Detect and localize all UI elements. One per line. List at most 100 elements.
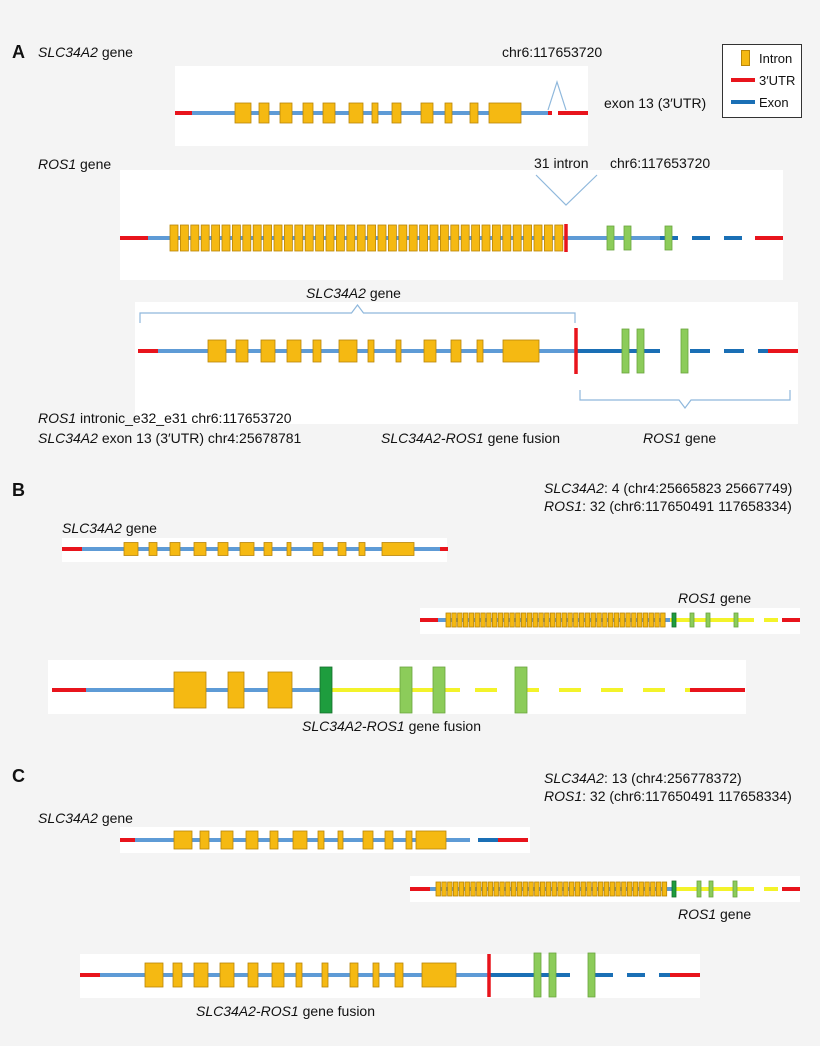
- intron-box: [487, 881, 494, 897]
- intron-box: [337, 542, 347, 556]
- intron-box: [247, 962, 259, 988]
- intron-box: [381, 542, 415, 556]
- intron-box: [648, 612, 654, 628]
- intron-box: [488, 102, 522, 124]
- legend-intron: Intron: [723, 48, 801, 70]
- intron-box: [199, 830, 210, 850]
- a-breakpoint1-label: chr6:117653720: [502, 44, 603, 60]
- intron-box: [349, 962, 359, 988]
- intron-box: [286, 542, 292, 556]
- intron-box: [480, 612, 486, 628]
- intron-box: [590, 612, 596, 628]
- intron-box: [544, 612, 550, 628]
- intron-box: [486, 612, 492, 628]
- intron-box: [200, 224, 210, 252]
- b-fusion-panel-bg: [48, 660, 746, 714]
- intron-box: [179, 224, 189, 252]
- intron-box: [491, 612, 498, 628]
- intron-box: [468, 612, 475, 628]
- intron-box: [348, 102, 364, 124]
- a-fusion-panel-bg: [135, 302, 798, 424]
- intron-box: [469, 102, 479, 124]
- intron-box: [263, 542, 273, 556]
- intron-box: [219, 962, 235, 988]
- intron-box: [502, 339, 540, 363]
- intron-box: [235, 339, 249, 363]
- intron-box: [408, 224, 418, 252]
- intron-box: [452, 881, 459, 897]
- intron-box: [450, 224, 460, 252]
- intron-box: [193, 542, 207, 556]
- panel-label-c: C: [12, 766, 25, 786]
- intron-box: [613, 612, 620, 628]
- intron-box: [632, 881, 639, 897]
- intron-box: [217, 542, 229, 556]
- intron-box: [356, 224, 366, 252]
- intron-box: [619, 612, 625, 628]
- c-ros-gene-label: ROS1 gene: [678, 906, 752, 922]
- intron-box: [544, 224, 553, 252]
- intron-box: [242, 224, 252, 252]
- intron-box: [474, 612, 480, 628]
- intron-box: [273, 224, 283, 252]
- intron-box: [419, 224, 429, 252]
- intron-box: [245, 830, 259, 850]
- intron-box: [567, 612, 573, 628]
- intron-box: [523, 224, 532, 252]
- intron-box: [627, 881, 633, 897]
- a-ros-gene-label: ROS1 gene: [38, 156, 112, 172]
- intron-box: [338, 339, 358, 363]
- ros-exon-box: [514, 666, 528, 714]
- intron-box: [505, 881, 511, 897]
- a-fusion-ros-label: ROS1 gene: [643, 430, 717, 446]
- intron-box: [172, 962, 183, 988]
- a-breakpoint2-callout: [535, 174, 598, 206]
- intron-box: [580, 881, 586, 897]
- intron-box: [444, 102, 453, 124]
- intron-box: [497, 612, 504, 628]
- intron-box: [526, 612, 533, 628]
- intron-box: [169, 224, 179, 252]
- intron-box: [321, 962, 329, 988]
- intron-box: [207, 339, 227, 363]
- intron-box: [335, 224, 345, 252]
- ros-exon-box: [733, 612, 739, 628]
- a-slc-gene-label: SLC34A2 gene: [38, 44, 133, 60]
- intron-box: [395, 339, 402, 363]
- b-slc-gene-label: SLC34A2 gene: [62, 520, 157, 536]
- intron-box: [661, 881, 668, 897]
- intron-box: [405, 830, 413, 850]
- intron-box: [227, 671, 245, 709]
- intron-box: [367, 339, 375, 363]
- intron-box: [445, 612, 451, 628]
- intron-box: [521, 612, 527, 628]
- b-info-slc: SLC34A2: 4 (chr4:25665823 25667749): [544, 480, 793, 496]
- a-note-ros-intronic: ROS1 intronic_e32_e31 chr6:117653720: [38, 410, 292, 426]
- intron-box: [625, 612, 631, 628]
- intron-box: [592, 881, 598, 897]
- ros-exon-box: [587, 952, 596, 998]
- intron-box: [371, 102, 379, 124]
- intron-box: [608, 612, 614, 628]
- intron-box: [429, 224, 439, 252]
- panel-label-a: A: [12, 42, 25, 62]
- intron-box: [471, 224, 481, 252]
- a-fusion-ros-brace: [579, 390, 791, 409]
- intron-box: [561, 612, 567, 628]
- intron-box: [325, 224, 335, 252]
- intron-box: [481, 224, 491, 252]
- intron-box: [394, 962, 404, 988]
- intron-box: [631, 612, 637, 628]
- ros-exon-box: [432, 666, 446, 714]
- intron-box: [123, 542, 139, 556]
- intron-box: [435, 881, 441, 897]
- intron-box: [231, 224, 241, 252]
- exon-swatch-icon: [731, 100, 755, 104]
- intron-box: [190, 224, 200, 252]
- intron-box: [337, 830, 344, 850]
- intron-box: [528, 881, 534, 897]
- intron-box: [509, 612, 515, 628]
- a-fusion-slc-brace: [139, 304, 576, 323]
- intron-box: [292, 830, 308, 850]
